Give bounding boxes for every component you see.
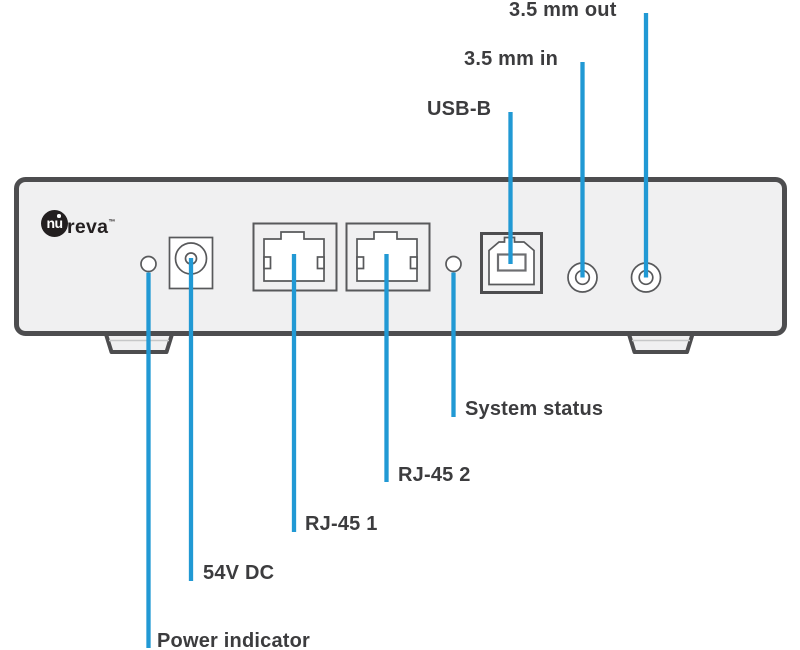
power-indicator-led (140, 255, 157, 273)
label-rj45-2: RJ-45 2 (398, 464, 471, 486)
label-audio-out: 3.5 mm out (509, 0, 617, 21)
rj45-port-2-tab-left (356, 256, 365, 270)
nureva-logo-u-dot (57, 214, 61, 218)
nureva-logo-word: reva™ (67, 213, 115, 237)
rj45-port-1-tab-left (263, 256, 272, 270)
nureva-logo-mark-text: nu (46, 215, 63, 231)
label-rj45-1: RJ-45 1 (305, 513, 378, 535)
label-power-indicator: Power indicator (157, 630, 311, 650)
label-audio-in: 3.5 mm in (464, 48, 559, 70)
nureva-logo-mark: nu (41, 210, 68, 237)
rj45-port-1-tab-right (316, 256, 325, 270)
label-usb-b: USB-B (427, 98, 492, 120)
system-status-led (445, 255, 462, 273)
label-dc-power: 54V DC (203, 562, 275, 584)
label-system-status: System status (465, 398, 604, 420)
rj45-port-2-tab-right (409, 256, 418, 270)
nureva-logo-word-text: reva (67, 216, 109, 238)
trademark-symbol: ™ (108, 219, 116, 226)
